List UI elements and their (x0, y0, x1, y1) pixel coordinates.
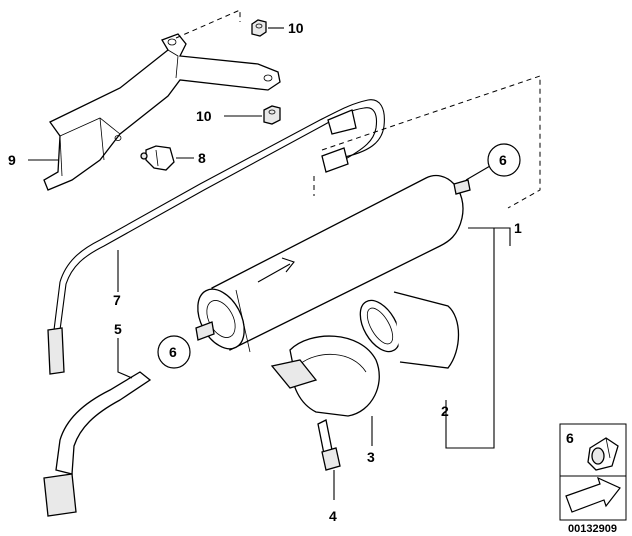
part-label-10-bottom: 10 (196, 108, 212, 124)
nut-part-10-bottom[interactable] (263, 105, 281, 125)
direction-arrow-icon (565, 476, 621, 513)
flow-arrow-icon (257, 257, 295, 283)
hose-part-5[interactable] (43, 371, 152, 517)
part-label-9: 9 (8, 152, 16, 168)
part-label-7: 7 (113, 292, 121, 308)
nut-part-10-top[interactable] (251, 19, 267, 37)
clamp-part-3[interactable] (270, 335, 380, 417)
fuel-filter-part-1[interactable] (188, 174, 471, 357)
image-code: 00132909 (568, 523, 617, 535)
bracket-part-9[interactable] (43, 33, 281, 191)
inset-panel: 6 (559, 423, 627, 521)
reference-dash-top (175, 9, 241, 39)
reference-dash-right (321, 75, 541, 209)
rubber-ring-part-2[interactable] (352, 291, 460, 369)
part-label-3: 3 (367, 449, 375, 465)
part-label-2: 2 (441, 403, 449, 419)
part-label-8: 8 (198, 150, 206, 166)
part-label-4: 4 (329, 508, 337, 524)
svg-text:6: 6 (499, 152, 507, 168)
grommet-part-6-icon (587, 437, 619, 471)
fuel-line-part-7[interactable] (47, 99, 385, 375)
screw-part-4[interactable] (317, 419, 341, 471)
part-label-5: 5 (114, 321, 122, 337)
part-label-10-top: 10 (288, 20, 304, 36)
circled-label-6-left: 6 (157, 335, 191, 369)
svg-text:6: 6 (169, 344, 177, 360)
part-label-1: 1 (514, 220, 522, 236)
clip-part-8[interactable] (140, 145, 175, 171)
inset-label-6: 6 (566, 430, 574, 446)
circled-label-6-right: 6 (487, 143, 521, 177)
leader-lines (28, 27, 511, 500)
